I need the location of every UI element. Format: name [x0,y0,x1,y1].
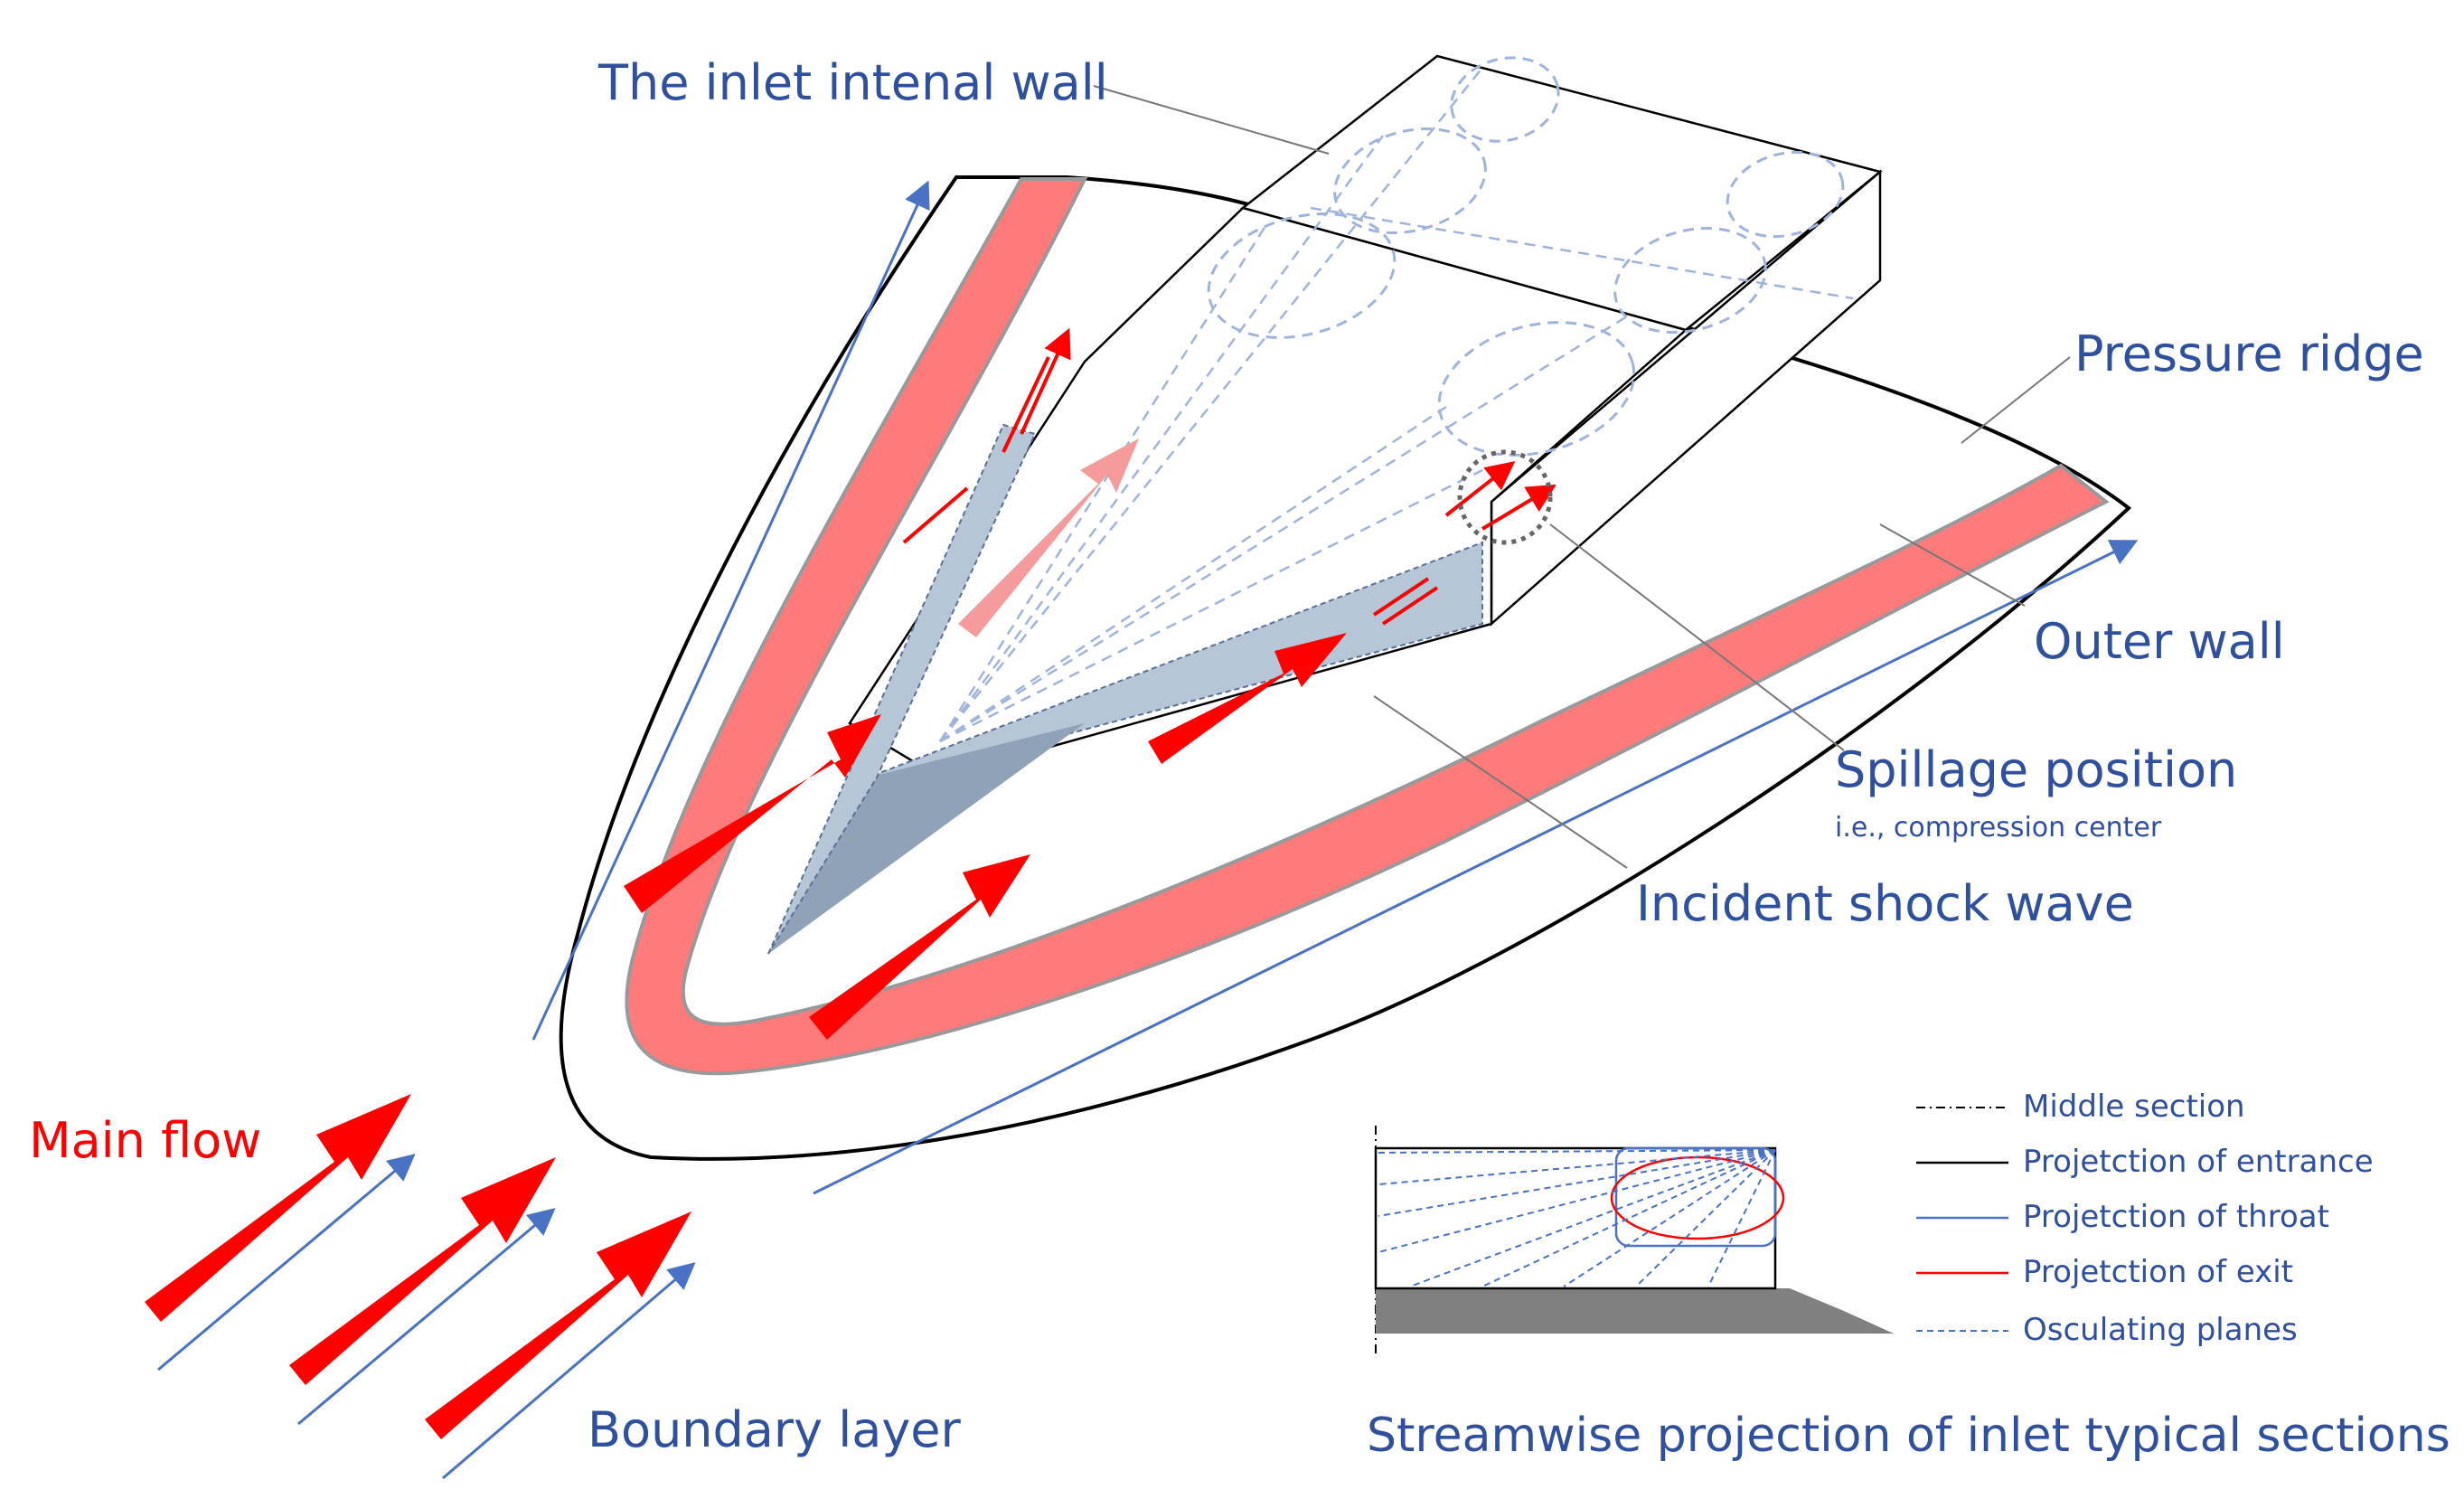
inlet-front-face [848,206,1688,779]
boundary-layer-band [625,177,2110,1076]
flow-arrow-upper [624,714,881,913]
legend-label-osculating: Osculating planes [2023,1312,2298,1348]
inset-caption: Streamwise projection of inlet typical s… [1367,1409,2450,1463]
label-incident-shock-wave: Incident shock wave [1636,875,2134,932]
leader-lines [1093,85,2071,869]
osculating-plane-lines [938,67,1854,743]
label-spillage-note: i.e., compression center [1835,812,2162,844]
left-boundary-line [531,180,930,1041]
label-inlet-internal-wall: The inlet intenal wall [597,54,1108,111]
flow-arrow-shock [1148,633,1347,764]
spillage-small-arrows [902,327,1556,626]
label-spillage-position: Spillage position [1835,741,2237,798]
internal-flow-arrows [624,633,1347,1040]
flow-arrow-middle [809,854,1030,1040]
label-pressure-ridge: Pressure ridge [2074,325,2424,382]
inset-legend: Middle section Projetction of entrance P… [1916,1089,2374,1348]
legend-label-throat: Projetction of throat [2023,1199,2329,1235]
inset-ground [1376,1288,1894,1334]
main-flow-arrow-1 [145,1094,411,1322]
inset-throat-rect [1614,1146,1777,1248]
label-boundary-layer: Boundary layer [588,1401,961,1458]
inset-entrance-rect [1374,1146,1777,1290]
inset-projection [1374,1126,1894,1356]
label-outer-wall: Outer wall [2034,613,2285,670]
shock-wave-side [767,423,1037,955]
right-boundary-line [813,540,2139,1195]
main-flow-arrow-2 [289,1157,556,1385]
spillage-position-marker [1457,449,1553,545]
flow-arrow-pale [958,438,1139,637]
main-flow-arrows [145,1094,691,1439]
inset-osculating-lines [1378,1149,1776,1287]
shock-wave-dark [768,723,1085,954]
label-main-flow: Main flow [29,1112,261,1169]
legend-label-exit: Projetction of exit [2023,1254,2293,1290]
boundary-layer-arrows [157,1154,696,1480]
main-flow-arrow-3 [425,1211,691,1439]
legend-label-entrance: Projetction of entrance [2023,1144,2374,1180]
legend-label-middle-section: Middle section [2023,1089,2245,1125]
